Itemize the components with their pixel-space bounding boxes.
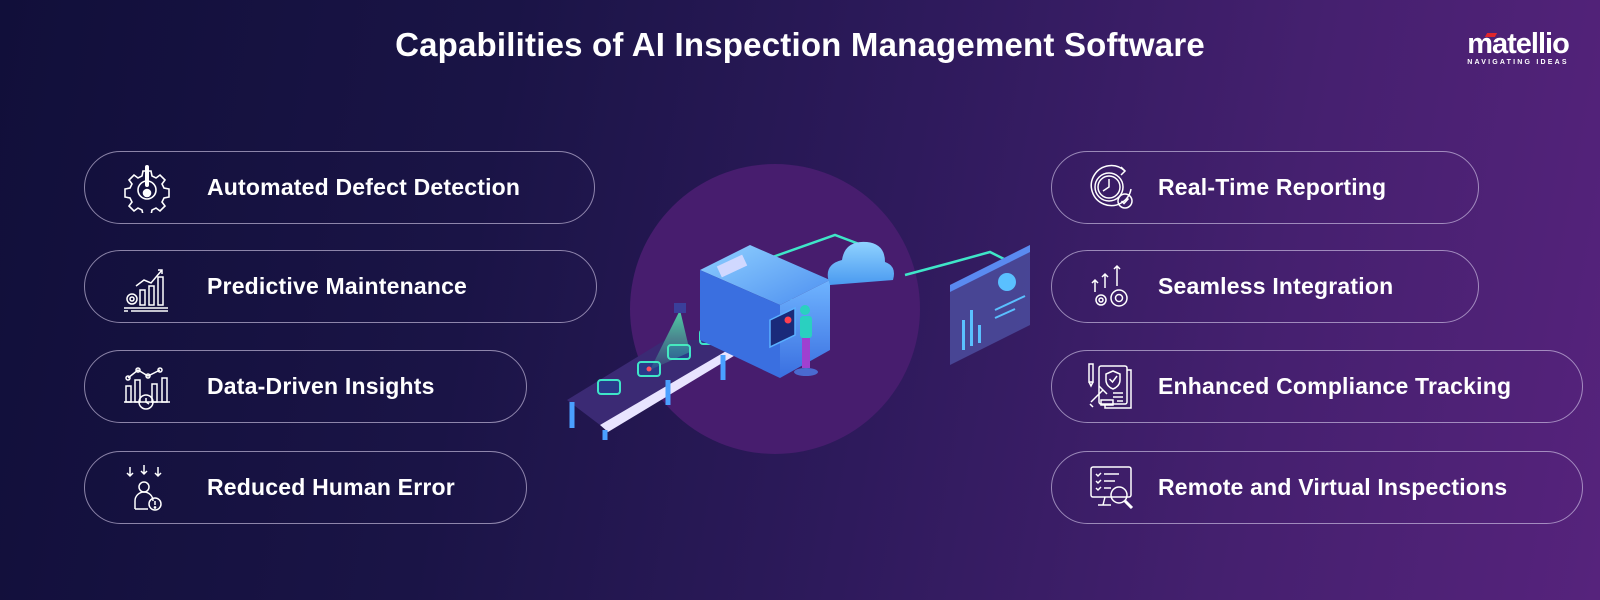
capability-enhanced-compliance-tracking: Enhanced Compliance Tracking — [1051, 350, 1583, 423]
capability-seamless-integration: Seamless Integration — [1051, 250, 1479, 323]
capability-remote-and-virtual-inspections: Remote and Virtual Inspections — [1051, 451, 1583, 524]
chart-clock-icon — [121, 361, 173, 413]
capability-predictive-maintenance: Predictive Maintenance — [84, 250, 597, 323]
inspection-machine — [700, 245, 830, 378]
page-title: Capabilities of AI Inspection Management… — [395, 26, 1205, 63]
person-alert-icon — [121, 462, 173, 514]
matellio-logo: matellio NAVIGATING IDEAS — [1458, 28, 1578, 67]
capability-label: Automated Defect Detection — [207, 174, 521, 200]
gear-alert-icon — [121, 162, 173, 214]
capability-label: Enhanced Compliance Tracking — [1158, 373, 1512, 399]
logo-wordmark: matellio — [1458, 28, 1578, 60]
gears-arrows-icon — [1086, 261, 1138, 313]
shield-document-gavel-icon — [1086, 361, 1138, 413]
operator-figure — [794, 305, 818, 376]
inspection-line-illustration — [567, 233, 1030, 440]
scanner-camera — [650, 303, 690, 370]
gear-growth-chart-icon — [121, 261, 173, 313]
capability-label: Predictive Maintenance — [207, 273, 468, 299]
capability-automated-defect-detection: Automated Defect Detection — [84, 151, 595, 224]
capability-reduced-human-error: Reduced Human Error — [84, 451, 527, 524]
conveyor-belt — [567, 340, 752, 440]
capability-label: Data-Driven Insights — [207, 373, 435, 399]
capability-label: Seamless Integration — [1158, 273, 1394, 299]
clock-check-icon — [1086, 162, 1138, 214]
capability-label: Remote and Virtual Inspections — [1158, 474, 1508, 500]
logo-tagline: NAVIGATING IDEAS — [1467, 59, 1569, 66]
analytics-dashboard-panel — [950, 245, 1030, 365]
logo-wordmark-text: matellio — [1467, 28, 1570, 60]
capability-data-driven-insights: Data-Driven Insights — [84, 350, 527, 423]
monitor-magnifier-icon — [1086, 462, 1138, 514]
capability-label: Reduced Human Error — [207, 474, 455, 500]
capability-real-time-reporting: Real-Time Reporting — [1051, 151, 1479, 224]
capability-label: Real-Time Reporting — [1158, 174, 1387, 200]
cloud-icon — [827, 241, 894, 285]
